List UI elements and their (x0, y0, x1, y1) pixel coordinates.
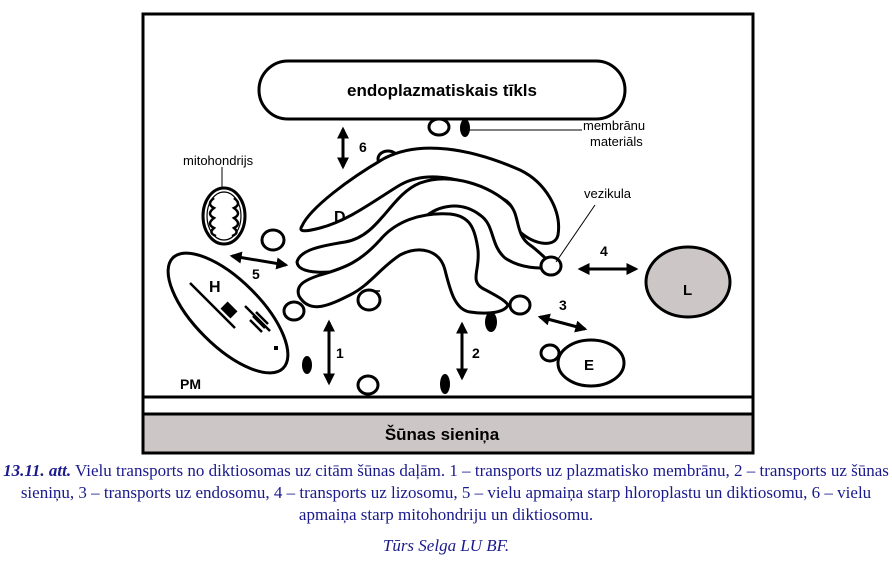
vesicle (356, 374, 380, 396)
vesicle (282, 300, 306, 322)
er-vesicle (427, 117, 451, 137)
dictyosome-cisterna-3 (296, 212, 510, 315)
dictyosome-letter: D (334, 209, 346, 226)
mitochondrion-label: mitohondrijs (183, 153, 254, 168)
caption-figure-number: 13.11. att. (3, 461, 72, 480)
er-label: endoplazmatiskais tīkls (347, 81, 537, 100)
thylakoid (244, 305, 271, 332)
arrow-4-number: 4 (600, 243, 608, 259)
cell-wall-label: Šūnas sieniņa (385, 425, 500, 444)
mitochondrion-inner (206, 191, 242, 241)
caption-text: Vielu transports no diktiosomas uz citām… (20, 461, 889, 524)
granum (220, 301, 238, 319)
vesicle-pointer (555, 204, 596, 263)
secretory-particle (302, 356, 312, 374)
mitochondrion (201, 186, 247, 246)
vesicle (539, 343, 561, 363)
endosome-letter: E (584, 357, 594, 374)
vesicle (356, 288, 382, 312)
chloroplast-letter: H (209, 279, 221, 296)
arrow-3-number: 3 (559, 297, 567, 313)
secretory-particle (485, 312, 497, 332)
figure-credit: Tūrs Selga LU BF. (382, 536, 510, 555)
figure-caption: 13.11. att. Vielu transports no diktioso… (0, 460, 892, 526)
membrane-material-label-1: membrānu (583, 118, 645, 133)
lysosome (644, 245, 732, 319)
vesicle (508, 294, 532, 316)
arrow-5-number: 5 (252, 266, 260, 282)
membrane-material-label-2: materiāls (590, 134, 643, 149)
cell-wall (141, 412, 755, 455)
golgi-transport-diagram: endoplazmatiskais tīkls membrānu materiā… (141, 12, 755, 455)
lysosome-letter: L (683, 282, 692, 299)
vesicle (260, 228, 286, 252)
arrow-3 (537, 313, 588, 333)
arrow-1-number: 1 (336, 345, 344, 361)
granum (249, 311, 269, 333)
granum-small (274, 346, 278, 350)
endosome (556, 338, 626, 388)
secretory-particle (440, 374, 450, 394)
thylakoid (189, 282, 236, 329)
er-membrane-particle (460, 119, 470, 137)
arrow-6-number: 6 (359, 139, 367, 155)
dictyosome-cisterna-1 (299, 146, 561, 245)
plasma-membrane-label: PM (180, 376, 201, 392)
mitochondrion-cristae (208, 197, 240, 238)
arrow-2-number: 2 (472, 345, 480, 361)
arrow-5 (229, 251, 289, 270)
vesicle-label: vezikula (584, 186, 632, 201)
